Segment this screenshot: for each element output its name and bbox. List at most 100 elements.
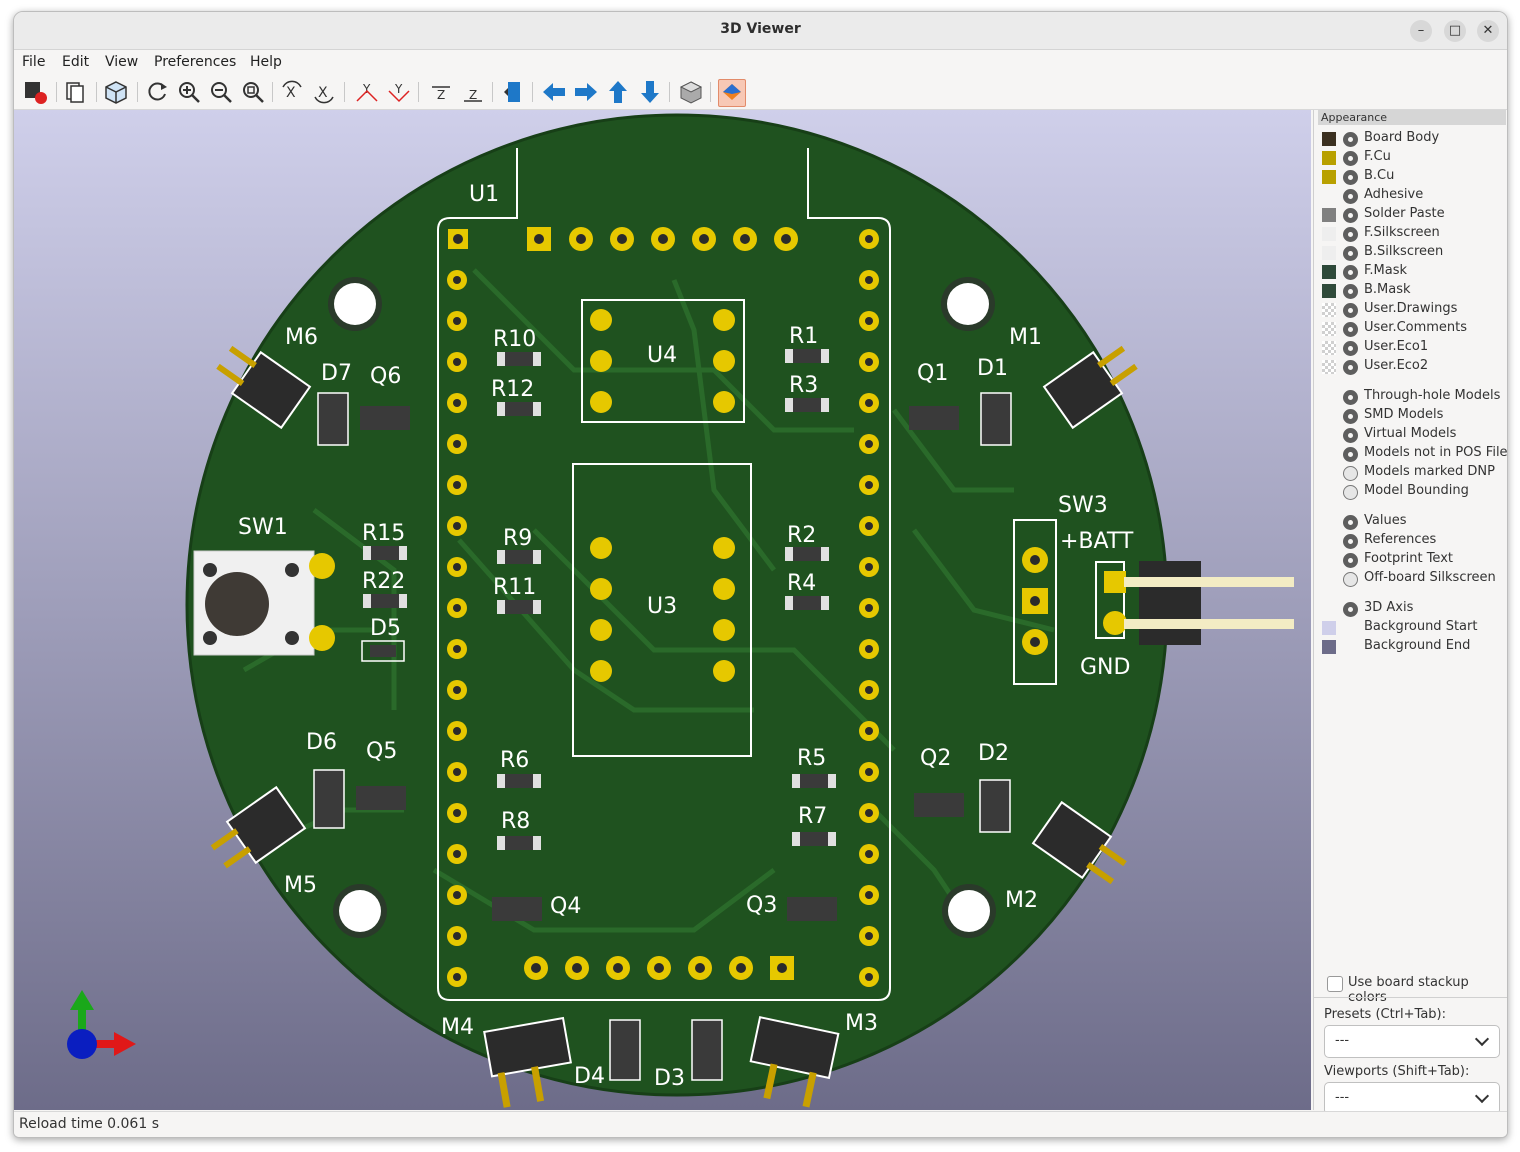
eye-icon[interactable] bbox=[1343, 322, 1358, 337]
u4-pins bbox=[590, 309, 735, 413]
render-export-icon[interactable] bbox=[22, 79, 48, 105]
layer-label: Off-board Silkscreen bbox=[1364, 570, 1496, 585]
eye-icon[interactable] bbox=[1343, 227, 1358, 242]
title-bar: 3D Viewer – □ ✕ bbox=[14, 12, 1507, 50]
hidden-eye-icon[interactable] bbox=[1343, 572, 1358, 587]
color-swatch[interactable] bbox=[1322, 341, 1336, 355]
menu-edit[interactable]: Edit bbox=[62, 54, 90, 70]
rotate-x-cw-icon[interactable]: X bbox=[280, 79, 306, 105]
color-swatch[interactable] bbox=[1322, 640, 1336, 654]
rotate-y-ccw-icon[interactable]: Y bbox=[386, 79, 412, 105]
ref-r3: R3 bbox=[789, 373, 818, 398]
layer-label: User.Drawings bbox=[1364, 301, 1458, 316]
flip-board-icon[interactable] bbox=[500, 79, 526, 105]
close-button[interactable]: ✕ bbox=[1477, 20, 1499, 42]
minimize-button[interactable]: – bbox=[1410, 20, 1432, 42]
layer-label: B.Cu bbox=[1364, 168, 1395, 183]
color-swatch[interactable] bbox=[1322, 284, 1336, 298]
u1-outline bbox=[437, 148, 891, 1001]
color-swatch[interactable] bbox=[1322, 360, 1336, 374]
ref-r4: R4 bbox=[787, 571, 816, 596]
zoom-out-icon[interactable] bbox=[208, 79, 234, 105]
layer-label: SMD Models bbox=[1364, 407, 1444, 422]
move-up-icon[interactable] bbox=[605, 79, 631, 105]
window-title: 3D Viewer bbox=[720, 21, 801, 37]
copy-icon[interactable] bbox=[62, 79, 88, 105]
eye-icon[interactable] bbox=[1343, 151, 1358, 166]
eye-icon[interactable] bbox=[1343, 428, 1358, 443]
ref-u4: U4 bbox=[647, 343, 677, 368]
menu-file[interactable]: File bbox=[22, 54, 46, 70]
layer-label: F.Mask bbox=[1364, 263, 1408, 278]
svg-text:Y: Y bbox=[394, 82, 403, 96]
zoom-fit-icon[interactable] bbox=[240, 79, 266, 105]
menu-help[interactable]: Help bbox=[250, 54, 282, 70]
color-swatch[interactable] bbox=[1322, 322, 1336, 336]
layer-label: 3D Axis bbox=[1364, 600, 1414, 615]
hidden-eye-icon[interactable] bbox=[1343, 466, 1358, 481]
view-fit-icon[interactable] bbox=[103, 79, 129, 105]
presets-label: Presets (Ctrl+Tab): bbox=[1324, 1007, 1446, 1022]
color-swatch[interactable] bbox=[1322, 132, 1336, 146]
svg-text:Y: Y bbox=[362, 82, 371, 96]
ref-r7: R7 bbox=[798, 804, 827, 829]
zoom-in-icon[interactable] bbox=[176, 79, 202, 105]
color-swatch[interactable] bbox=[1322, 151, 1336, 165]
move-right-icon[interactable] bbox=[573, 79, 599, 105]
layer-label: F.Silkscreen bbox=[1364, 225, 1440, 240]
eye-icon[interactable] bbox=[1343, 602, 1358, 617]
eye-icon[interactable] bbox=[1343, 360, 1358, 375]
eye-icon[interactable] bbox=[1343, 553, 1358, 568]
svg-text:Z: Z bbox=[437, 88, 445, 102]
hidden-eye-icon[interactable] bbox=[1343, 485, 1358, 500]
color-swatch[interactable] bbox=[1322, 246, 1336, 260]
raytracing-icon[interactable] bbox=[718, 79, 746, 107]
stackup-colors-checkbox[interactable] bbox=[1327, 976, 1343, 992]
color-swatch[interactable] bbox=[1322, 170, 1336, 184]
eye-icon[interactable] bbox=[1343, 170, 1358, 185]
u4-outline bbox=[581, 299, 745, 423]
viewer-window: 3D Viewer – □ ✕ File Edit View Preferenc… bbox=[13, 11, 1508, 1138]
eye-icon[interactable] bbox=[1343, 390, 1358, 405]
move-left-icon[interactable] bbox=[541, 79, 567, 105]
layer-label: User.Eco1 bbox=[1364, 339, 1429, 354]
rotate-y-cw-icon[interactable]: Y bbox=[354, 79, 380, 105]
eye-icon[interactable] bbox=[1343, 341, 1358, 356]
ref-u1: U1 bbox=[469, 182, 499, 207]
ref-q4: Q4 bbox=[550, 894, 581, 919]
ref-m2: M2 bbox=[1005, 888, 1038, 913]
presets-dropdown[interactable]: --- bbox=[1324, 1025, 1500, 1058]
menu-preferences[interactable]: Preferences bbox=[154, 54, 237, 70]
maximize-button[interactable]: □ bbox=[1444, 20, 1466, 42]
eye-icon[interactable] bbox=[1343, 409, 1358, 424]
rotate-z-ccw-icon[interactable]: Z bbox=[460, 79, 486, 105]
color-swatch[interactable] bbox=[1322, 208, 1336, 222]
reload-icon[interactable] bbox=[144, 79, 170, 105]
3d-viewport[interactable]: U1 U3 U4 R1 R2 R3 R4 R5 R6 R7 R8 R9 R10 … bbox=[14, 110, 1311, 1110]
eye-icon[interactable] bbox=[1343, 189, 1358, 204]
ref-r15: R15 bbox=[362, 521, 405, 546]
move-down-icon[interactable] bbox=[637, 79, 663, 105]
eye-icon[interactable] bbox=[1343, 246, 1358, 261]
rotate-x-ccw-icon[interactable]: X bbox=[312, 79, 338, 105]
color-swatch[interactable] bbox=[1322, 303, 1336, 317]
eye-icon[interactable] bbox=[1343, 534, 1358, 549]
menu-view[interactable]: View bbox=[105, 54, 139, 70]
eye-icon[interactable] bbox=[1343, 303, 1358, 318]
color-swatch[interactable] bbox=[1322, 227, 1336, 241]
rotate-z-cw-icon[interactable]: Z bbox=[428, 79, 454, 105]
eye-icon[interactable] bbox=[1343, 447, 1358, 462]
eye-icon[interactable] bbox=[1343, 132, 1358, 147]
ref-r1: R1 bbox=[789, 324, 818, 349]
viewports-dropdown[interactable]: --- bbox=[1324, 1082, 1500, 1115]
eye-icon[interactable] bbox=[1343, 265, 1358, 280]
color-swatch[interactable] bbox=[1322, 621, 1336, 635]
eye-icon[interactable] bbox=[1343, 208, 1358, 223]
orthographic-icon[interactable] bbox=[678, 79, 704, 105]
eye-icon[interactable] bbox=[1343, 284, 1358, 299]
ref-r8: R8 bbox=[501, 809, 530, 834]
color-swatch[interactable] bbox=[1322, 265, 1336, 279]
ref-m6: M6 bbox=[285, 325, 318, 350]
eye-icon[interactable] bbox=[1343, 515, 1358, 530]
